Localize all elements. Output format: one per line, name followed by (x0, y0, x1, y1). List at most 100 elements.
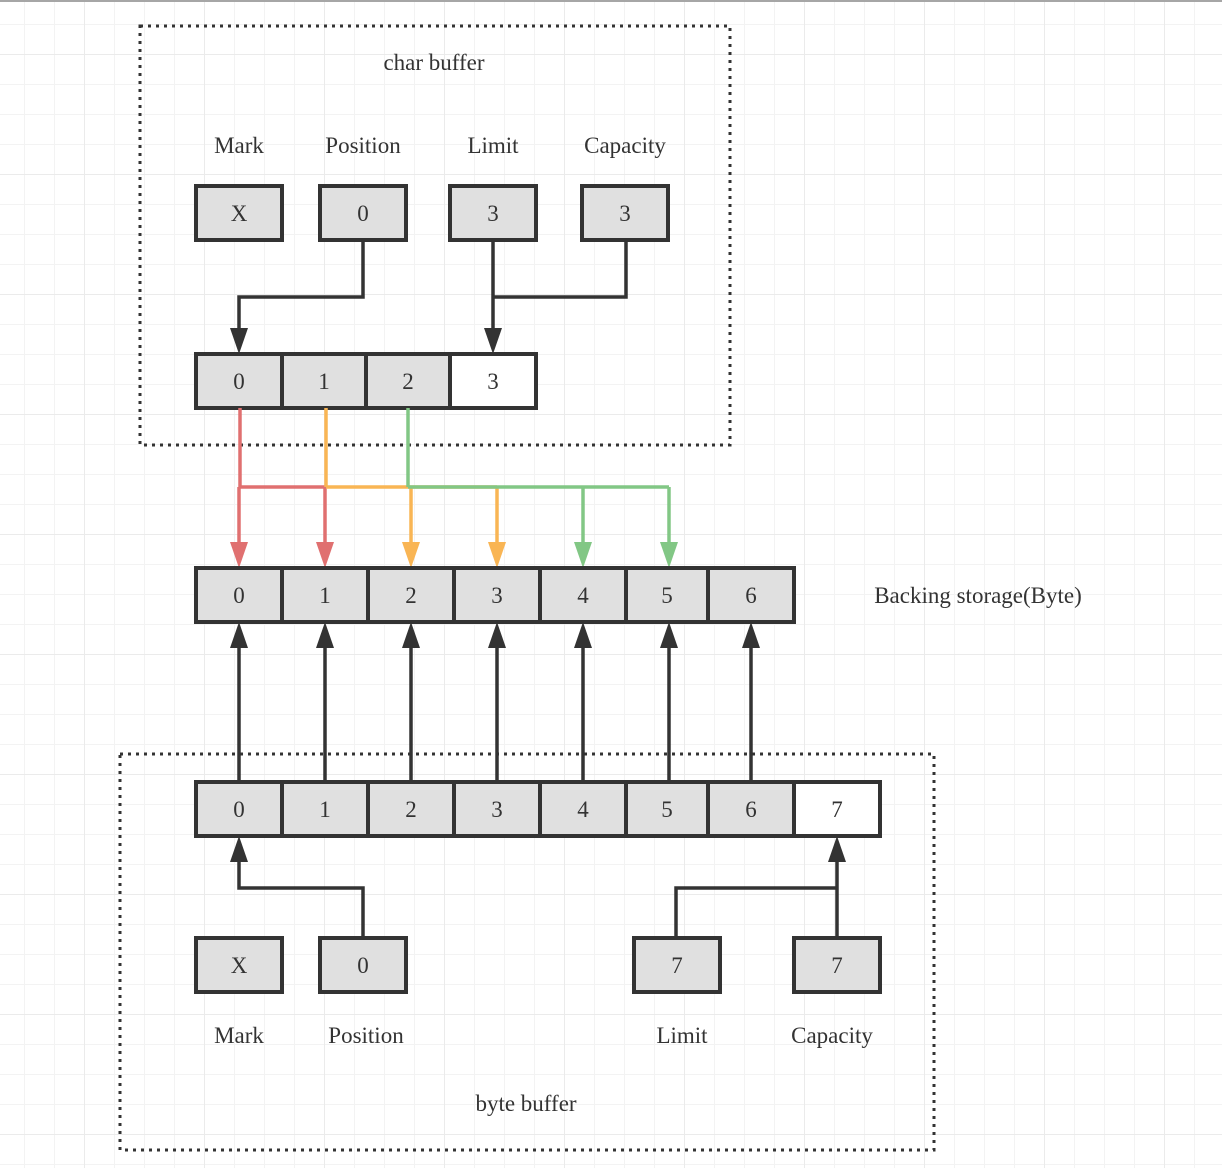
char-to-byte-mappings (230, 408, 678, 568)
position-connector (237, 860, 365, 938)
byte-buffer-cell-index: 2 (405, 797, 417, 822)
byte-buffer-limit-label: Limit (656, 1023, 708, 1048)
byte-buffer-cell-box (706, 780, 796, 838)
position-connector (237, 240, 365, 330)
canvas-top-border (0, 0, 1222, 2)
char-buffer-mark-value: X (231, 201, 248, 226)
backing-storage-cell-index: 4 (577, 583, 589, 608)
byte-buffer-cell-0: 0 (194, 780, 284, 838)
byte-buffer-capacity-value-box (792, 936, 882, 994)
char-buffer-position-field: Position 0 (318, 133, 408, 242)
char-buffer-cell-index: 3 (487, 369, 499, 394)
byte-to-storage-link-3 (488, 622, 506, 782)
up-arrow-icon (660, 622, 678, 648)
backing-storage-cell-index: 5 (661, 583, 673, 608)
backing-storage-cell-2: 2 (366, 566, 456, 624)
byte-buffer-capacity-value: 7 (831, 953, 843, 978)
byte-buffer-cell-index: 1 (319, 797, 331, 822)
backing-storage-cell-5: 5 (624, 566, 710, 624)
byte-to-storage-link-0 (230, 622, 248, 782)
byte-buffer-position-value: 0 (357, 953, 369, 978)
byte-buffer-cell-7: 7 (792, 780, 882, 838)
backing-storage-cell-index: 0 (233, 583, 245, 608)
byte-buffer-cell-index: 6 (745, 797, 757, 822)
char-buffer-cell-3: 3 (448, 352, 538, 410)
backing-storage-cell-box (452, 566, 542, 624)
byte-buffer-limit-value: 7 (671, 953, 683, 978)
byte-to-storage-link-6 (742, 622, 760, 782)
byte-buffer-cell-box (452, 780, 542, 838)
char-buffer-cell-box (448, 352, 538, 410)
byte-buffer-mark-field: Mark X (194, 936, 284, 1048)
mapping-arrow-icon (660, 542, 678, 568)
char-buffer-position-label: Position (325, 133, 401, 158)
byte-to-storage-link-4 (574, 622, 592, 782)
backing-storage-cell-6: 6 (706, 566, 796, 624)
byte-buffer-position-value-box (318, 936, 408, 994)
mapping-char-2 (406, 408, 678, 568)
up-arrow-icon (316, 622, 334, 648)
char-buffer-cell-1: 1 (280, 352, 368, 410)
char-buffer-limit-value: 3 (487, 201, 499, 226)
position-arrow-icon (230, 836, 248, 862)
mapping-arrow-icon (574, 542, 592, 568)
backing-storage-cell-box (366, 566, 456, 624)
backing-storage-cell-box (624, 566, 710, 624)
byte-to-storage-link-1 (316, 622, 334, 782)
backing-storage-cell-1: 1 (280, 566, 370, 624)
up-arrow-icon (488, 622, 506, 648)
byte-buffer-cell-index: 0 (233, 797, 245, 822)
byte-buffer-cell-6: 6 (706, 780, 796, 838)
char-buffer-cell-index: 0 (233, 369, 245, 394)
char-buffer-mark-label: Mark (214, 133, 264, 158)
byte-buffer-cell-4: 4 (538, 780, 628, 838)
char-buffer-capacity-label: Capacity (584, 133, 666, 158)
byte-buffer-title: byte buffer (475, 1091, 576, 1116)
position-arrow-icon (230, 328, 248, 354)
byte-buffer-limit-value-box (632, 936, 722, 994)
char-buffer-cell-2: 2 (364, 352, 452, 410)
byte-buffer-mark-label: Mark (214, 1023, 264, 1048)
byte-buffer-cell-box (792, 780, 882, 838)
mapping-arrow-icon (230, 542, 248, 568)
char-buffer-cell-box (364, 352, 452, 410)
char-buffer-title: char buffer (383, 50, 484, 75)
byte-to-storage-link-5 (660, 622, 678, 782)
char-buffer-mark-value-box (194, 184, 284, 242)
byte-to-storage-link-2 (402, 622, 420, 782)
limit-arrow-icon (828, 836, 846, 862)
backing-storage-cell-index: 1 (319, 583, 331, 608)
char-buffer-pointer-connectors (230, 240, 628, 354)
byte-buffer-cell-index: 3 (491, 797, 503, 822)
backing-storage-label: Backing storage(Byte) (874, 583, 1082, 608)
byte-buffer-boundary (118, 752, 936, 1152)
limit-connector (674, 886, 837, 938)
byte-buffer-cell-1: 1 (280, 780, 370, 838)
byte-buffer-mark-value-box (194, 936, 284, 994)
up-arrow-icon (402, 622, 420, 648)
backing-storage-cell-4: 4 (538, 566, 628, 624)
mapping-arrow-icon (488, 542, 506, 568)
byte-buffer-cell-2: 2 (366, 780, 456, 838)
char-buffer-cell-0: 0 (194, 352, 284, 410)
mapping-arrow-icon (402, 542, 420, 568)
mapping-arrow-icon (316, 542, 334, 568)
byte-to-storage-arrows (230, 622, 760, 782)
char-buffer-position-value: 0 (357, 201, 369, 226)
backing-storage-cell-index: 6 (745, 583, 757, 608)
limit-arrow-icon (484, 328, 502, 354)
up-arrow-icon (574, 622, 592, 648)
byte-buffer-mark-value: X (231, 953, 248, 978)
